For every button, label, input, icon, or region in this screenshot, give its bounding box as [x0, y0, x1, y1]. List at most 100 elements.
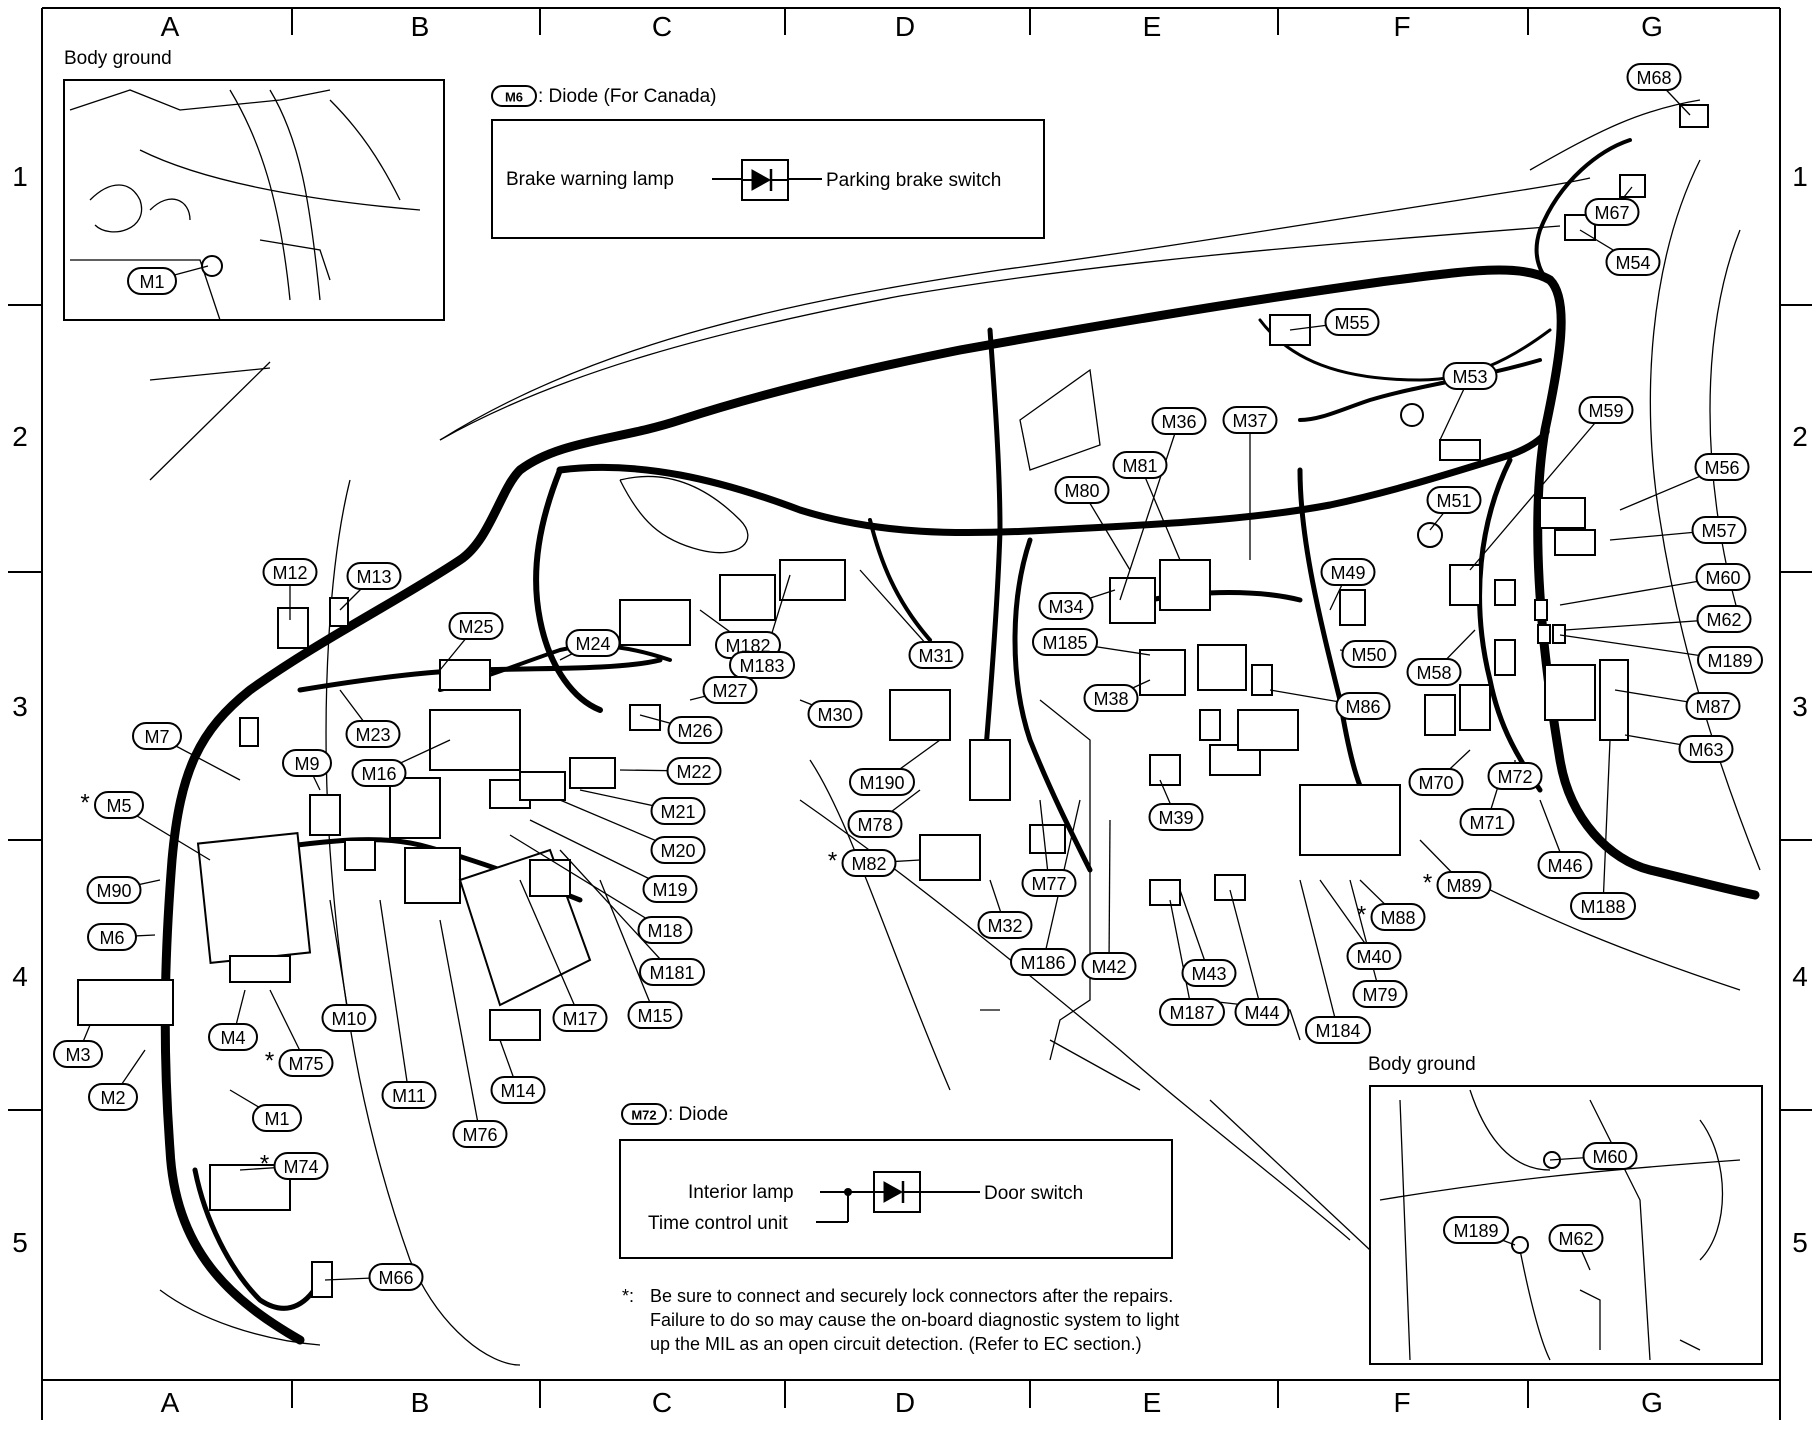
- connector-label-text: M44: [1244, 1003, 1279, 1023]
- grid-col-a: A: [161, 11, 180, 42]
- connector-label-m67: M67: [1584, 198, 1640, 226]
- connector-label-text: M62: [1558, 1229, 1593, 1249]
- connector-label-pill: [565, 629, 621, 657]
- body-ground-inset-bottom-right: Body ground: [1209, 1054, 1763, 1365]
- connector-label-pill: [1038, 592, 1094, 620]
- connector-label-m70: M70: [1408, 768, 1464, 796]
- connector-label-text: M23: [355, 725, 390, 745]
- inset-title-bottom-right: Body ground: [1368, 1054, 1476, 1075]
- grid-row-5: 5: [12, 1227, 28, 1258]
- connector-label-text: M58: [1416, 663, 1451, 683]
- connector-label-m62: M62: [1548, 1224, 1604, 1252]
- grid-row-labels-right: 1 2 3 4 5: [1792, 161, 1808, 1258]
- connector-label-m55: M55: [1324, 308, 1380, 336]
- connector-label-text: M60: [1592, 1147, 1627, 1167]
- diode-interior-right-label: Door switch: [984, 1183, 1083, 1204]
- body-ground-inset-top-left: Body ground: [63, 48, 445, 381]
- connector-label-text: M89: [1446, 876, 1481, 896]
- leader-line-m81: [1139, 464, 1181, 561]
- connector-label-m42: M42: [1081, 952, 1137, 980]
- connector-label-pill: [1151, 407, 1207, 435]
- connector-label-text: M37: [1232, 411, 1267, 431]
- connector-label-m26: M26: [667, 716, 723, 744]
- connector-label-text: M67: [1594, 203, 1629, 223]
- connector-label-m184: M184: [1305, 1016, 1371, 1044]
- connector-label-pill: [1578, 396, 1634, 424]
- connector-label-text: M185: [1042, 633, 1087, 653]
- grid-row-2: 2: [12, 421, 28, 452]
- connector-label-m20: M20: [650, 836, 706, 864]
- connector-label-m87: M87: [1685, 692, 1741, 720]
- connector-label-m89: M89*: [1423, 870, 1492, 899]
- connector-label-pill: [1159, 998, 1225, 1026]
- connector-label-pill: [1443, 1216, 1509, 1244]
- connector-label-pill: [667, 716, 723, 744]
- connector-label-m183: M183: [729, 651, 795, 679]
- connector-label-pill: [702, 676, 758, 704]
- diode-interior-left-top: Interior lamp: [688, 1182, 794, 1203]
- connector-label-pill: [262, 558, 318, 586]
- connector-label-text: M26: [677, 721, 712, 741]
- connector-label-pill: [1696, 605, 1752, 633]
- connector-label-m46: M46: [1537, 851, 1593, 879]
- leader-line-m15: [599, 879, 656, 1016]
- connector-label-text: M187: [1169, 1003, 1214, 1023]
- connector-label-pill: [1537, 851, 1593, 879]
- connector-label-text: M53: [1452, 367, 1487, 387]
- connector-label-text: M190: [859, 773, 904, 793]
- connector-label-text: M38: [1093, 689, 1128, 709]
- connector-label-m17: M17: [552, 1004, 608, 1032]
- connector-label-pill: [1442, 362, 1498, 390]
- connector-label-m62: M62: [1696, 605, 1752, 633]
- connector-label-text: M78: [857, 815, 892, 835]
- diode-interior-left-bottom: Time control unit: [648, 1213, 788, 1234]
- connector-label-pill: [1570, 892, 1636, 920]
- leader-line-m60: [1559, 576, 1724, 606]
- leader-line-m188: [1602, 739, 1611, 907]
- connector-label-m80: M80: [1054, 476, 1110, 504]
- connector-label-text: M43: [1191, 964, 1226, 984]
- connector-label-m7: M7: [132, 722, 182, 750]
- leader-line-m59: [1469, 409, 1607, 571]
- connector-label-pill: [1487, 762, 1543, 790]
- connector-label-m36: M36: [1151, 407, 1207, 435]
- connector-label-text: M90: [96, 881, 131, 901]
- connector-label-text: M79: [1362, 985, 1397, 1005]
- connector-label-text: M19: [652, 880, 687, 900]
- footnote-marker: *:: [622, 1286, 634, 1306]
- connector-label-m59: M59: [1578, 396, 1634, 424]
- connector-label-pill: [1010, 948, 1076, 976]
- footnote: *: Be sure to connect and securely lock …: [622, 1286, 1179, 1354]
- connector-label-m90: M90: [86, 876, 142, 904]
- connector-label-pill: [1459, 808, 1515, 836]
- connector-label-text: M66: [378, 1268, 413, 1288]
- connector-label-pill: [807, 700, 863, 728]
- connector-label-pill: [1324, 308, 1380, 336]
- asterisk-marker: *: [80, 790, 89, 817]
- connector-label-text: M54: [1615, 253, 1650, 273]
- connector-label-pill: [88, 1083, 138, 1111]
- grid-row-3: 3: [12, 691, 28, 722]
- connector-label-pill: [908, 641, 964, 669]
- connector-label-pill: [490, 1076, 546, 1104]
- connector-label-m32: M32: [977, 911, 1033, 939]
- connector-label-text: M6: [99, 928, 124, 948]
- connector-label-m24: M24: [565, 629, 621, 657]
- connector-label-m3: M3: [53, 1040, 103, 1068]
- diode-canada-caption: : Diode (For Canada): [538, 86, 716, 107]
- connector-label-text: M21: [660, 802, 695, 822]
- connector-label-text: M36: [1161, 412, 1196, 432]
- connector-label-text: M1: [264, 1109, 289, 1129]
- connector-label-m187: M187: [1159, 998, 1225, 1026]
- connector-label-pill: [1320, 558, 1376, 586]
- leader-line-m19: [529, 819, 671, 890]
- connector-label-pill: [1548, 1224, 1604, 1252]
- connector-label-pill: [1352, 980, 1408, 1008]
- leader-line-m17: [519, 879, 581, 1019]
- connector-label-text: M80: [1064, 481, 1099, 501]
- connector-label-pill: [127, 267, 177, 295]
- connector-label-text: M3: [65, 1045, 90, 1065]
- connector-label-text: M2: [100, 1088, 125, 1108]
- connector-label-m57: M57: [1691, 516, 1747, 544]
